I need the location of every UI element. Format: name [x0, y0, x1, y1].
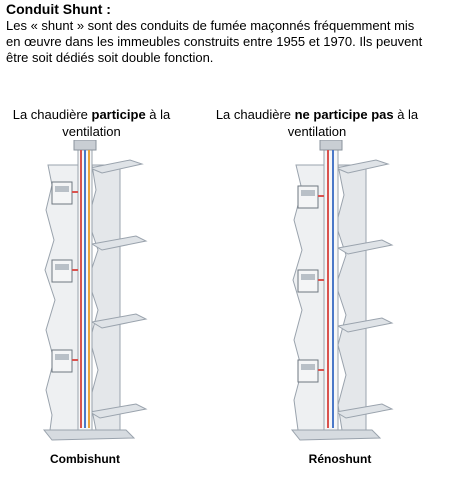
- left-caption: La chaudière participe à la ventilation: [4, 106, 179, 140]
- combishunt-boiler-top: [51, 181, 78, 205]
- right-caption-prefix: La chaudière: [215, 107, 295, 122]
- left-caption-prefix: La chaudière: [12, 107, 92, 122]
- combishunt-floor-slab-3: [88, 403, 148, 419]
- intro-paragraph: Les « shunt » sont des conduits de fumée…: [6, 18, 423, 65]
- combishunt-wall-right: [87, 164, 121, 431]
- renoshunt-boiler-bottom: [297, 359, 324, 383]
- combishunt-diagram: [42, 140, 148, 441]
- combishunt-boiler-middle: [51, 259, 78, 283]
- right-caption-suffix: à la ventilation: [287, 107, 419, 139]
- combishunt-floor-slab-2: [90, 313, 148, 329]
- combishunt-boiler-bottom: [51, 349, 78, 373]
- renoshunt-floor-slab-1: [336, 239, 394, 255]
- renoshunt-diagram: [290, 140, 394, 441]
- combishunt-roof-slab: [88, 159, 144, 174]
- right-caption-emphasis: ne participe pas: [294, 107, 394, 122]
- section-heading: Conduit Shunt :: [6, 1, 111, 17]
- right-caption: La chaudière ne participe pas à la venti…: [202, 106, 432, 140]
- renoshunt-floor-slab-2: [336, 317, 394, 333]
- renoshunt-boiler-middle: [297, 269, 324, 293]
- combishunt-chimney-cap: [73, 140, 97, 151]
- combishunt-base-slab: [42, 429, 136, 441]
- renoshunt-label: Rénoshunt: [308, 452, 372, 466]
- renoshunt-floor-slab-3: [334, 403, 394, 419]
- renoshunt-chimney-cap: [319, 140, 343, 151]
- combishunt-label: Combishunt: [50, 452, 120, 466]
- renoshunt-base-slab: [290, 429, 382, 441]
- combishunt-wall: [44, 164, 79, 431]
- renoshunt-wall-right: [335, 164, 367, 431]
- renoshunt-roof-slab: [334, 159, 390, 174]
- combishunt-floor-slab-1: [90, 235, 148, 251]
- renoshunt-boiler-top: [297, 185, 324, 209]
- left-caption-suffix: à la ventilation: [62, 107, 171, 139]
- left-caption-emphasis: participe: [91, 107, 146, 122]
- renoshunt-duct: [323, 147, 339, 431]
